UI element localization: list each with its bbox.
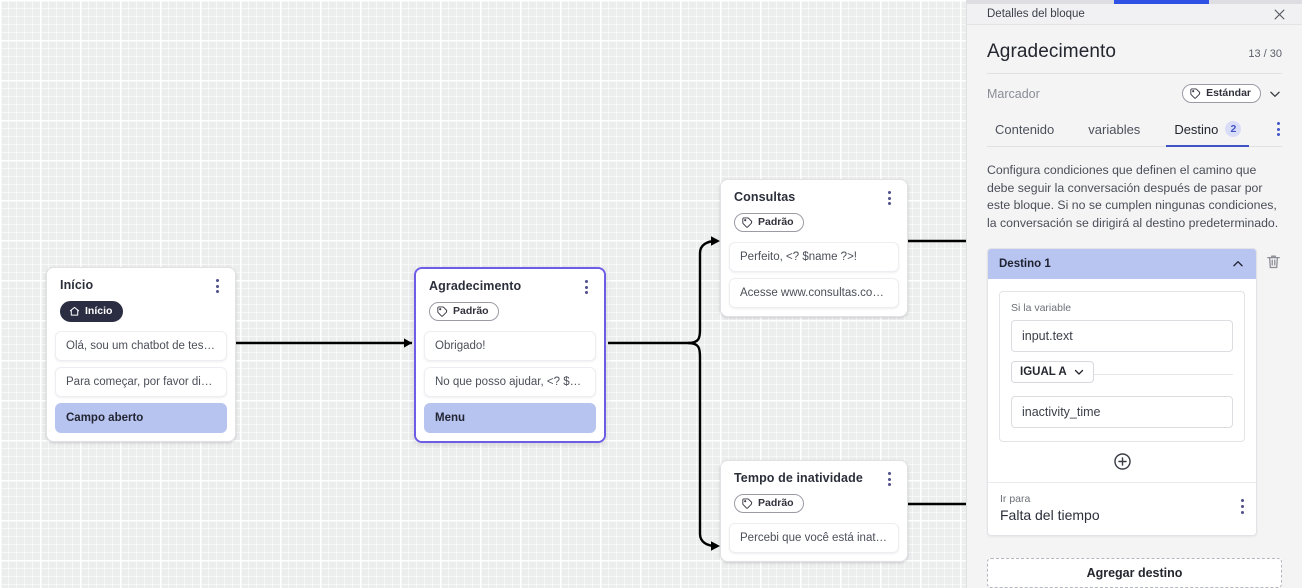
marker-tag-chip[interactable]: Estándar (1182, 84, 1261, 104)
tab-variables[interactable]: variables (1086, 116, 1142, 146)
node-title: Agradecimento (429, 279, 522, 293)
flow-canvas[interactable]: Início Início Olá, sou um chatbot de tes… (0, 0, 966, 588)
list-item[interactable]: Perfeito, <? $name ?>! (729, 242, 899, 272)
panel-header-title: Detalles del bloque (987, 8, 1085, 21)
node-title: Consultas (734, 190, 796, 204)
flow-node-agradecimento[interactable]: Agradecimento Padrão Obrigado! No (414, 267, 606, 443)
node-tag-label: Início (85, 305, 113, 317)
character-counter: 13 / 30 (1248, 48, 1282, 61)
top-progress-bar (967, 0, 1302, 4)
flow-node-tempo-inatividade[interactable]: Tempo de inatividade Padrão Percebi que … (720, 460, 908, 562)
plus-circle-icon[interactable] (1113, 452, 1132, 471)
comparison-value-input[interactable] (1011, 396, 1233, 429)
panel-tabs: Contenido variables Destino 2 (987, 115, 1282, 148)
destination-1-wrapper: Destino 1 Si la variable IGUAL A (987, 248, 1282, 537)
node-menu-icon[interactable] (881, 189, 897, 207)
trash-icon (1267, 255, 1280, 269)
node-menu-icon[interactable] (881, 470, 897, 488)
list-item[interactable]: Olá, sou um chatbot de teste! (55, 331, 227, 361)
list-item[interactable]: No que posso ajudar, <? $name ... (424, 367, 596, 397)
tag-icon (742, 498, 753, 509)
node-tag-row: Padrão (429, 302, 592, 322)
divider (1011, 374, 1233, 376)
add-condition-row (988, 442, 1256, 482)
operator-label: IGUAL A (1020, 366, 1067, 379)
node-messages: Olá, sou um chatbot de teste! Para começ… (47, 331, 235, 441)
block-title-row: Agradecimento 13 / 30 (987, 25, 1282, 75)
home-icon (69, 306, 80, 316)
marker-row: Marcador Estándar (987, 74, 1282, 115)
add-destination-button[interactable]: Agregar destino (987, 558, 1282, 588)
node-messages: Perfeito, <? $name ?>! Acesse www.consul… (721, 242, 907, 316)
node-title: Início (60, 278, 94, 292)
tag-icon (1190, 88, 1201, 99)
goto-text-group: Ir para Falta del tiempo (1000, 493, 1100, 523)
list-item[interactable]: Obrigado! (424, 331, 596, 361)
node-menu-icon[interactable] (209, 277, 225, 295)
tag-icon (437, 306, 448, 317)
close-icon[interactable] (1270, 5, 1288, 23)
progress-indicator (1114, 0, 1209, 4)
node-tag-label: Padrão (758, 497, 794, 509)
list-item[interactable]: Campo aberto (55, 403, 227, 433)
node-tag-row: Padrão (734, 213, 895, 233)
list-item[interactable]: Para começar, por favor digite o ... (55, 367, 227, 397)
page-title: Agradecimento (987, 41, 1117, 63)
node-header: Consultas Padrão (721, 180, 907, 242)
node-tag-default[interactable]: Padrão (734, 213, 804, 232)
panel-body: Agradecimento 13 / 30 Marcador Estándar (967, 25, 1302, 537)
node-tag-default[interactable]: Padrão (734, 494, 804, 513)
node-tag-default[interactable]: Padrão (429, 302, 499, 321)
node-tag-row: Início (60, 301, 223, 322)
tabs-overflow-menu-icon[interactable] (1275, 116, 1282, 145)
node-header: Início Início (47, 268, 235, 331)
goto-label: Ir para (1000, 493, 1031, 506)
node-messages: Obrigado! No que posso ajudar, <? $name … (416, 331, 604, 441)
node-menu-icon[interactable] (578, 278, 594, 296)
marker-tag-label: Estándar (1206, 87, 1251, 100)
tab-contenido[interactable]: Contenido (993, 116, 1056, 146)
marker-control[interactable]: Estándar (1182, 84, 1282, 104)
marker-label: Marcador (987, 86, 1040, 101)
status-badge: 2 (1225, 121, 1242, 138)
tab-label: Destino (1174, 121, 1219, 137)
destination-header-label: Destino 1 (999, 258, 1051, 271)
tag-icon (742, 217, 753, 228)
list-item[interactable]: Percebi que você está inativo. C... (729, 523, 899, 553)
node-tag-label: Padrão (758, 216, 794, 228)
node-tag-start[interactable]: Início (60, 301, 124, 322)
list-item[interactable]: Acesse www.consultas.com par... (729, 278, 899, 308)
variable-input[interactable] (1011, 320, 1233, 353)
condition-group: Si la variable IGUAL A (999, 291, 1245, 443)
flow-node-inicio[interactable]: Início Início Olá, sou um chatbot de tes… (46, 267, 236, 442)
operator-row: IGUAL A (1011, 361, 1233, 387)
node-header: Agradecimento Padrão (416, 269, 604, 331)
chevron-down-icon[interactable] (1268, 87, 1282, 101)
goto-section: Ir para Falta del tiempo (988, 482, 1256, 535)
tab-destino[interactable]: Destino 2 (1166, 115, 1250, 148)
goto-menu-icon[interactable] (1241, 493, 1244, 515)
chevron-up-icon[interactable] (1231, 257, 1245, 271)
list-item[interactable]: Menu (424, 403, 596, 433)
destination-header[interactable]: Destino 1 (988, 249, 1256, 280)
flow-node-consultas[interactable]: Consultas Padrão Perfeito, <? $name ?>! (720, 179, 908, 317)
node-tag-label: Padrão (453, 305, 489, 317)
delete-destination-button[interactable] (1265, 248, 1282, 275)
panel-header: Detalles del bloque (967, 4, 1302, 26)
tab-label: variables (1088, 121, 1141, 137)
chevron-down-icon (1074, 370, 1083, 375)
destination-description: Configura condiciones que definen el cam… (987, 163, 1279, 230)
operator-select[interactable]: IGUAL A (1011, 361, 1094, 384)
condition-label: Si la variable (1011, 302, 1072, 315)
node-tag-row: Padrão (734, 494, 895, 514)
add-destination-label: Agregar destino (1086, 566, 1183, 581)
block-details-panel: Detalles del bloque Agradecimento 13 / 3… (966, 0, 1302, 588)
destination-card: Destino 1 Si la variable IGUAL A (987, 248, 1257, 537)
node-header: Tempo de inatividade Padrão (721, 461, 907, 523)
node-messages: Percebi que você está inativo. C... (721, 523, 907, 561)
tab-label: Contenido (995, 121, 1055, 137)
goto-value[interactable]: Falta del tiempo (1000, 507, 1100, 524)
node-title: Tempo de inatividade (734, 471, 863, 485)
